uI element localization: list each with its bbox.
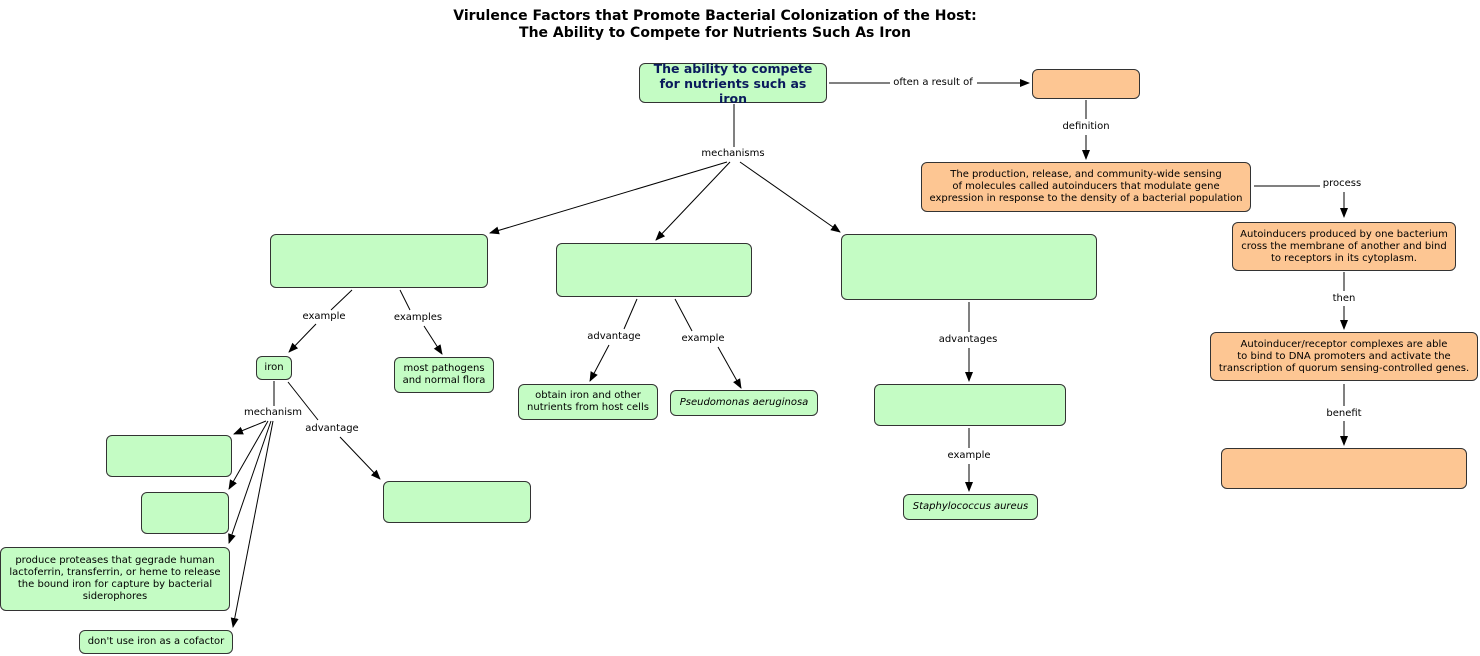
node-text: Autoinducers produced by one bacterium c… bbox=[1240, 228, 1448, 264]
link-label-mechanism: mechanism bbox=[242, 407, 304, 419]
pathogens-node[interactable]: most pathogens and normal flora bbox=[394, 357, 494, 393]
iron-node[interactable]: iron bbox=[256, 356, 292, 380]
qs-step2-node[interactable]: Autoinducer/receptor complexes are able … bbox=[1210, 332, 1478, 381]
node-text: obtain iron and other nutrients from hos… bbox=[527, 390, 649, 413]
link-label-then: then bbox=[1330, 293, 1358, 305]
mechanism3-advantage-blank-node[interactable] bbox=[874, 384, 1066, 426]
node-text: Autoinducer/receptor complexes are able … bbox=[1218, 338, 1470, 374]
obtain-iron-node[interactable]: obtain iron and other nutrients from hos… bbox=[518, 384, 658, 420]
mechanism2-blank-node[interactable] bbox=[556, 243, 752, 297]
quorum-sensing-blank-node[interactable] bbox=[1032, 69, 1140, 99]
link-label-example: example bbox=[679, 333, 727, 345]
iron-mechanism-blank1-node[interactable] bbox=[106, 435, 232, 477]
link-label-definition: definition bbox=[1060, 121, 1112, 133]
node-text: don't use iron as a cofactor bbox=[87, 636, 225, 647]
diagram-title-line1: Virulence Factors that Promote Bacterial… bbox=[453, 8, 977, 24]
no-iron-cofactor-node[interactable]: don't use iron as a cofactor bbox=[79, 630, 233, 654]
main-concept-node[interactable]: The ability to compete for nutrients suc… bbox=[639, 60, 827, 106]
qs-step1-node[interactable]: Autoinducers produced by one bacterium c… bbox=[1232, 222, 1456, 271]
node-text: The production, release, and community-w… bbox=[929, 169, 1243, 204]
node-text: Pseudomonas aeruginosa bbox=[679, 397, 809, 408]
qs-benefit-blank-node[interactable] bbox=[1221, 448, 1467, 489]
node-text: Staphylococcus aureus bbox=[912, 501, 1029, 512]
mechanism3-blank-node[interactable] bbox=[841, 234, 1097, 300]
main-concept-text: The ability to compete for nutrients suc… bbox=[653, 60, 813, 106]
staphylococcus-node[interactable]: Staphylococcus aureus bbox=[903, 494, 1038, 520]
qs-definition-node[interactable]: The production, release, and community-w… bbox=[921, 162, 1251, 212]
link-label-benefit: benefit bbox=[1324, 408, 1364, 420]
node-text: iron bbox=[264, 362, 284, 373]
iron-mechanism-blank2-node[interactable] bbox=[141, 492, 229, 534]
link-label-example: example bbox=[945, 450, 993, 462]
link-label-advantage: advantage bbox=[585, 331, 643, 343]
link-label-process: process bbox=[1320, 178, 1364, 190]
node-text: most pathogens and normal flora bbox=[402, 363, 486, 386]
diagram-title-line2: The Ability to Compete for Nutrients Suc… bbox=[519, 25, 911, 41]
node-text: produce proteases that gegrade human lac… bbox=[9, 555, 221, 602]
link-label-often: often a result of bbox=[891, 77, 975, 89]
link-label-advantages: advantages bbox=[936, 334, 1000, 346]
iron-advantage-blank-node[interactable] bbox=[383, 481, 531, 523]
link-label-mechanisms: mechanisms bbox=[699, 148, 767, 160]
proteases-node[interactable]: produce proteases that gegrade human lac… bbox=[0, 547, 230, 611]
link-label-examples: examples bbox=[391, 312, 445, 324]
mechanism1-blank-node[interactable] bbox=[270, 234, 488, 288]
link-label-advantage: advantage bbox=[303, 423, 361, 435]
pseudomonas-node[interactable]: Pseudomonas aeruginosa bbox=[670, 390, 818, 416]
link-label-example: example bbox=[300, 311, 348, 323]
